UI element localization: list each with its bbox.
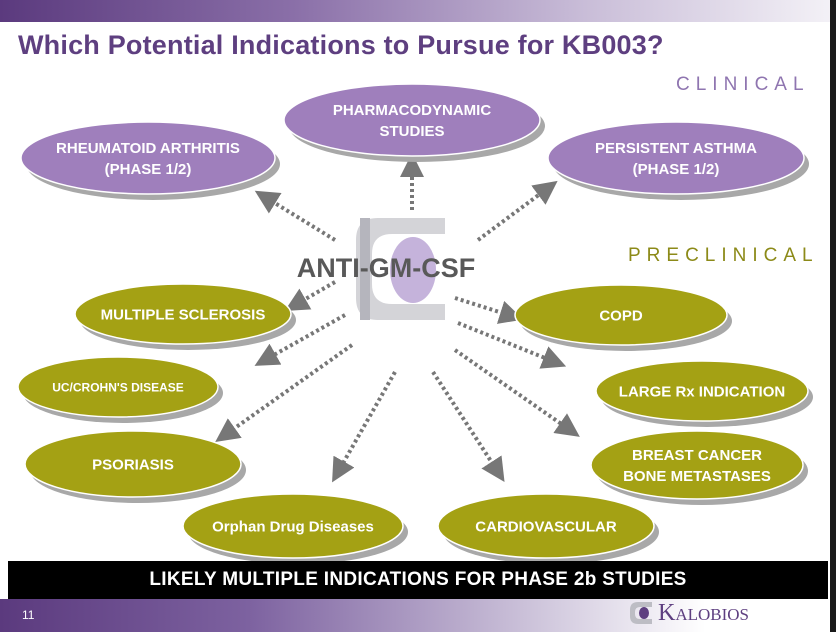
node-label: STUDIES [379, 123, 444, 140]
node-ellipse [74, 283, 292, 345]
node-label: RHEUMATOID ARTHRITIS [56, 140, 240, 157]
node-pharmacodynamic-studies: PHARMACODYNAMIC STUDIES [283, 83, 545, 162]
node-ellipse [595, 360, 809, 422]
arrow-7 [332, 371, 397, 483]
node-ellipse [590, 430, 804, 500]
node-label: Orphan Drug Diseases [212, 518, 374, 535]
node-cardiovascular: CARDIOVASCULAR [437, 493, 659, 564]
node-uc-crohns-disease: UC/CROHN'S DISEASE [17, 356, 223, 423]
node-label: PERSISTENT ASTHMA [595, 140, 757, 157]
node-ellipse [20, 121, 276, 195]
clinical-label: CLINICAL [676, 74, 810, 95]
node-label: PSORIASIS [92, 456, 174, 473]
node-label: LARGE Rx INDICATION [619, 383, 785, 400]
page-number: 11 [22, 608, 35, 622]
node-label: MULTIPLE SCLEROSIS [101, 306, 266, 323]
node-ellipse [437, 493, 655, 559]
node-orphan-drug-diseases: Orphan Drug Diseases [182, 493, 408, 564]
arrow-2 [254, 190, 337, 242]
arrow-11 [453, 348, 580, 437]
node-persistent-asthma: PERSISTENT ASTHMA (PHASE 1/2) [547, 121, 809, 200]
node-label: (PHASE 1/2) [105, 161, 192, 178]
node-large-rx-indication: LARGE Rx INDICATION [595, 360, 813, 427]
node-ellipse [182, 493, 404, 559]
node-ellipse [283, 83, 541, 157]
kalobios-logo-text: KALOBIOS [658, 599, 750, 626]
arrow-8 [431, 370, 505, 483]
node-ellipse [17, 356, 219, 418]
node-label: BREAST CANCER [632, 447, 762, 464]
kalobios-logo-icon [630, 602, 652, 624]
center-molecule-icon [356, 218, 445, 320]
summary-banner: LIKELY MULTIPLE INDICATIONS FOR PHASE 2b… [8, 561, 828, 599]
node-label: BONE METASTASES [623, 468, 771, 485]
node-breast-cancer-bone-metastases: BREAST CANCER BONE METASTASES [590, 430, 808, 505]
right-edge-border [830, 0, 836, 632]
preclinical-label: PRECLINICAL [628, 245, 819, 266]
node-copd: COPD [514, 284, 732, 351]
center-label: ANTI-GM-CSF [296, 253, 476, 283]
node-label: COPD [599, 307, 643, 324]
node-label: UC/CROHN'S DISEASE [52, 380, 184, 394]
node-label: PHARMACODYNAMIC [333, 102, 491, 119]
node-group: PHARMACODYNAMIC STUDIES RHEUMATOID ARTHRIT… [17, 83, 813, 564]
node-ellipse [24, 430, 242, 498]
node-rheumatoid-arthritis: RHEUMATOID ARTHRITIS (PHASE 1/2) [20, 121, 280, 200]
kalobios-logo: KALOBIOS [626, 598, 816, 628]
top-gradient-bar [0, 0, 836, 22]
slide-title: Which Potential Indications to Pursue fo… [18, 30, 664, 60]
node-label: (PHASE 1/2) [633, 161, 720, 178]
node-ellipse [547, 121, 805, 195]
arrow-4 [284, 280, 336, 311]
node-ellipse [514, 284, 728, 346]
node-multiple-sclerosis: MULTIPLE SCLEROSIS [74, 283, 296, 350]
arrow-3 [476, 180, 558, 242]
arrow-group [215, 153, 580, 483]
node-psoriasis: PSORIASIS [24, 430, 246, 503]
arrow-9 [454, 296, 524, 324]
arrow-6 [215, 343, 354, 442]
bottom-gradient-bar [0, 599, 830, 632]
node-label: CARDIOVASCULAR [475, 518, 617, 535]
